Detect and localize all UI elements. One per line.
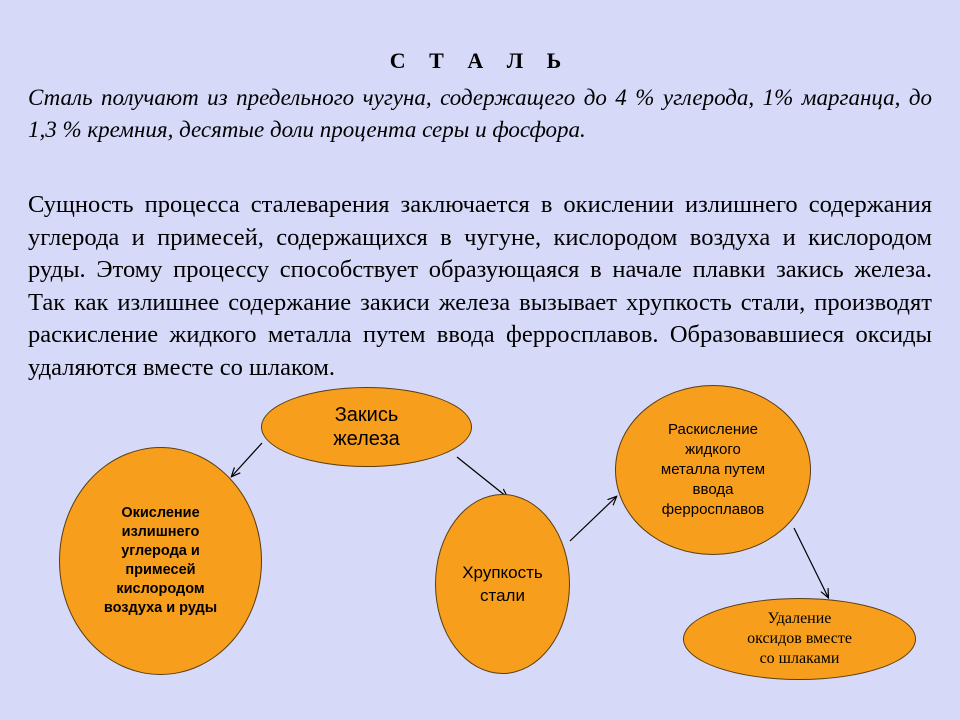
node-brittleness: Хрупкость стали xyxy=(435,494,570,674)
node-deoxidation-label: Раскисление жидкого металла путем ввода … xyxy=(660,421,766,518)
node-iron-oxide: Закись железа xyxy=(261,387,472,467)
arrow-brittleness-to-deoxidation xyxy=(569,497,616,542)
arrow-iron-oxide-to-oxidation xyxy=(232,442,263,476)
intro-paragraph: Сталь получают из предельного чугуна, со… xyxy=(28,85,932,142)
node-iron-oxide-label: Закись железа xyxy=(333,404,400,450)
essence-paragraph: Сущность процесса сталеварения заключает… xyxy=(28,191,932,381)
node-oxidation: Окисление излишнего углерода и примесей … xyxy=(59,447,262,675)
node-oxidation-label: Окисление излишнего углерода и примесей … xyxy=(103,505,218,616)
arrow-deoxidation-to-removal xyxy=(793,527,828,597)
node-removal: Удаление оксидов вместе со шлаками xyxy=(683,598,916,680)
node-deoxidation: Раскисление жидкого металла путем ввода … xyxy=(615,385,811,555)
node-removal-label: Удаление оксидов вместе со шлаками xyxy=(747,610,852,667)
node-brittleness-label: Хрупкость стали xyxy=(462,563,543,605)
arrow-iron-oxide-to-brittleness xyxy=(456,456,507,497)
slide-title: С Т А Л Ь xyxy=(389,48,571,73)
